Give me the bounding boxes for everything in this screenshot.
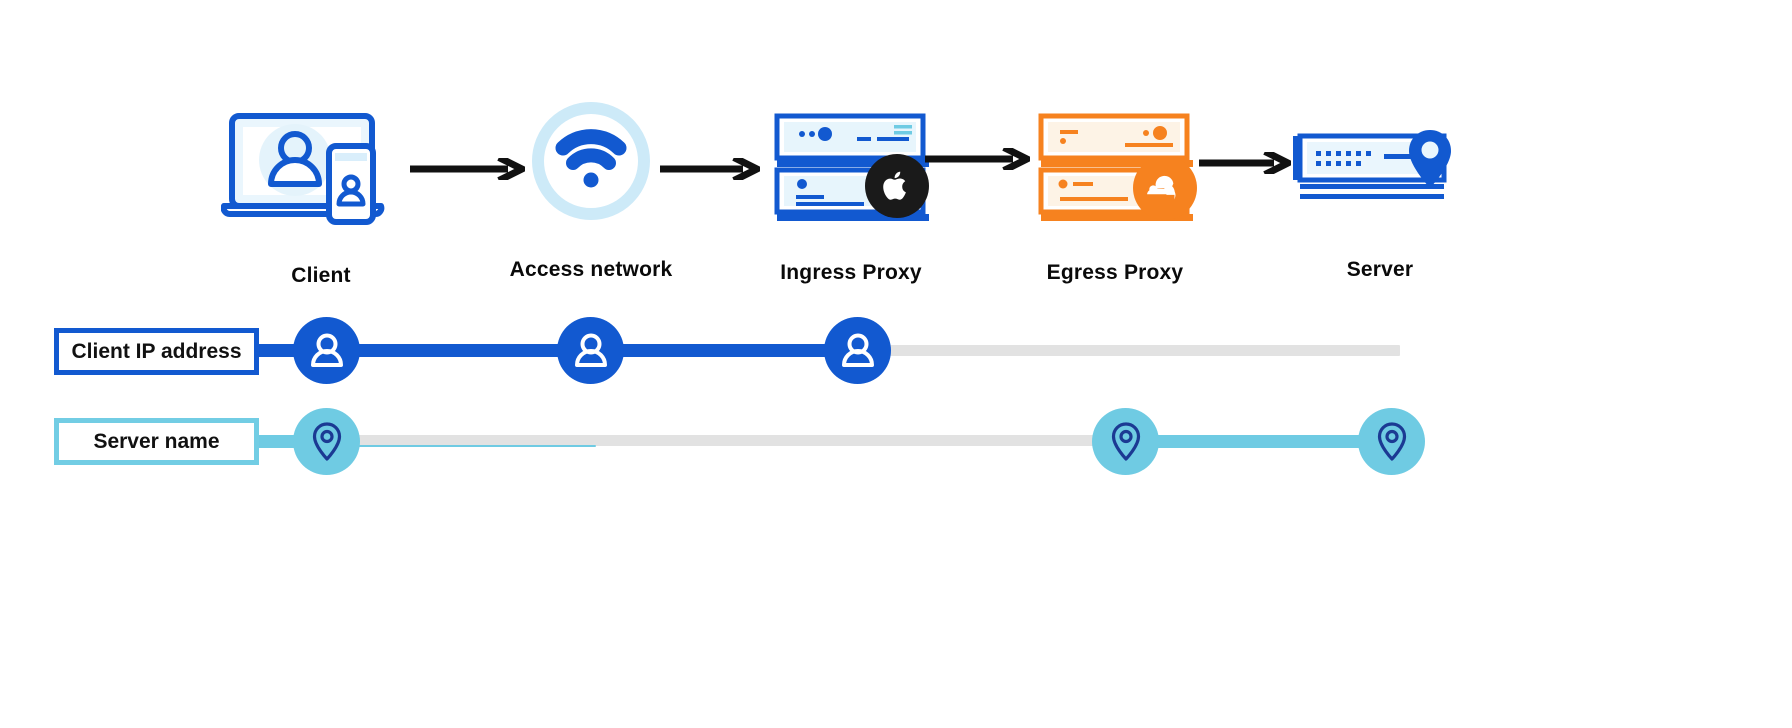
flow-node-server-label: Server [1346, 258, 1414, 281]
flow-node-egress-proxy-label: Egress Proxy [1046, 261, 1184, 284]
flow-node-ingress-proxy: Ingress Proxy [751, 108, 951, 285]
client-ip-marker-2 [557, 317, 624, 384]
client-ip-inactive-line [880, 345, 1400, 356]
apple-logo-icon [883, 171, 906, 200]
track-label-server-name-text: Server name [93, 429, 220, 453]
server-name-marker-1 [293, 408, 360, 475]
arrow-right-icon [410, 154, 530, 184]
flow-node-access-network: Access network [491, 100, 691, 282]
track-label-server-name: Server name [54, 418, 259, 465]
flow-node-server: Server [1280, 108, 1480, 282]
cloudflare-cloud-badge [1133, 156, 1197, 220]
person-icon [841, 333, 874, 367]
track-label-client-ip-address: Client IP address [54, 328, 259, 375]
flow-node-client-label: Client [291, 264, 351, 287]
flow-arrow-ingress-proxy-to-egress-proxy [925, 144, 1035, 174]
arrow-right-icon [1199, 148, 1296, 178]
flow-arrow-access-network-to-ingress-proxy [660, 154, 765, 184]
flow-node-client: Client [220, 108, 421, 288]
map-pin-icon [1111, 421, 1140, 461]
map-pin-badge [1407, 128, 1453, 195]
map-pin-icon [1409, 130, 1451, 188]
person-icon [574, 333, 607, 367]
cloudflare-cloud-icon [1147, 175, 1176, 200]
egress-proxy-icon-art [1015, 108, 1215, 228]
map-pin-icon [1377, 421, 1406, 461]
client-ip-marker-1 [293, 317, 360, 384]
wifi-circle-icon [532, 102, 650, 220]
server-icon-art [1280, 108, 1480, 228]
server-name-marker-3 [1358, 408, 1425, 475]
apple-logo-badge [865, 154, 929, 218]
arrow-right-icon [925, 144, 1035, 174]
track-label-client-ip-address-text: Client IP address [71, 339, 242, 363]
person-icon [310, 333, 343, 367]
flow-node-access-network-label: Access network [509, 258, 673, 281]
flow-arrow-egress-proxy-to-server [1199, 148, 1296, 178]
client-icon-art [220, 108, 421, 238]
laptop-phone-user-icon [220, 113, 385, 225]
flow-node-ingress-proxy-label: Ingress Proxy [780, 261, 922, 284]
flow-node-egress-proxy: Egress Proxy [1015, 108, 1215, 285]
arrow-right-icon [660, 154, 765, 184]
server-name-inactive-line [356, 435, 1126, 446]
client-ip-marker-3 [824, 317, 891, 384]
server-name-marker-2 [1092, 408, 1159, 475]
flow-arrow-client-to-access-network [410, 154, 530, 184]
server-name-active-line [1120, 435, 1400, 448]
ingress-proxy-icon-art [751, 108, 951, 228]
access-network-icon-art [491, 100, 691, 238]
map-pin-icon [312, 421, 341, 461]
server-name-hairline [356, 445, 596, 447]
